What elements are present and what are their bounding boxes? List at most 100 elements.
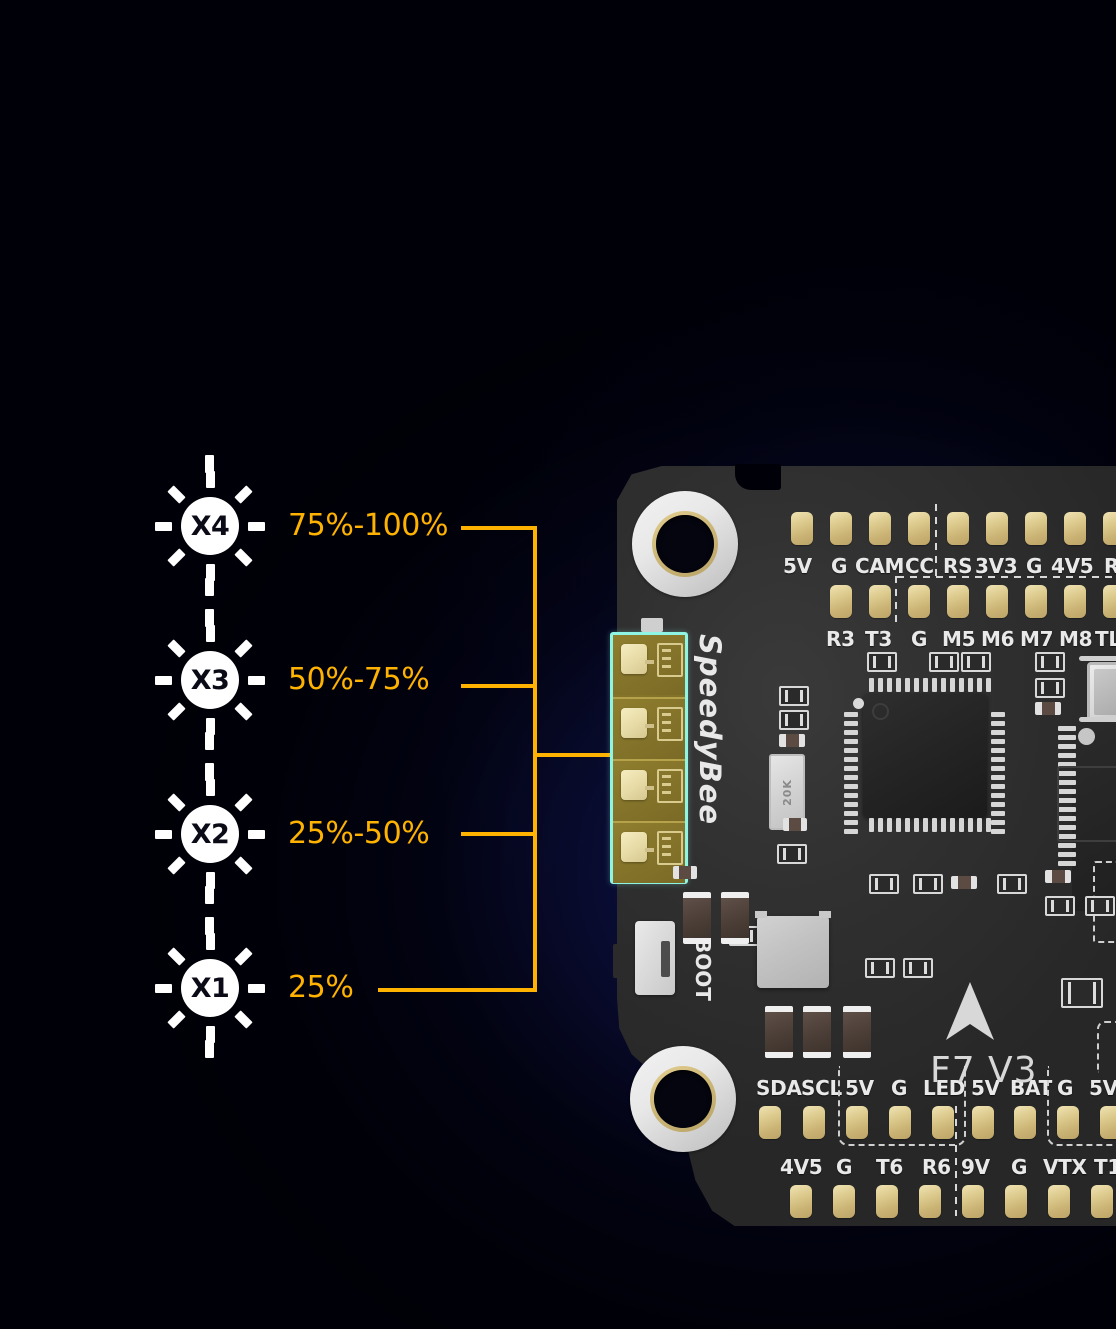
legend-level-label: X4	[190, 510, 230, 542]
pad-label-sda: SDA	[756, 1076, 802, 1100]
led-solder-pad-3[interactable]	[613, 759, 685, 821]
leader-line-x1	[378, 988, 537, 992]
pad-r6[interactable]	[919, 1185, 941, 1218]
highlighted-led-pad-group[interactable]	[610, 632, 688, 884]
led-solder-pad-2[interactable]	[613, 697, 685, 759]
sun-ray-icon	[167, 702, 186, 721]
smd-footprint	[1061, 978, 1103, 1008]
flight-controller-board: 5V G CAM CC RS 3V3 G 4V5 R2 R3 T3 G M5 M…	[610, 464, 1116, 1226]
sun-ray-icon	[234, 485, 253, 504]
pad-4v5[interactable]	[1064, 512, 1086, 545]
pad-m5[interactable]	[947, 585, 969, 618]
silk-group-box-right	[1097, 1021, 1116, 1073]
pad-3v3[interactable]	[986, 512, 1008, 545]
smd-footprint	[777, 844, 807, 864]
pad-sda[interactable]	[759, 1106, 781, 1139]
arrow-up-icon	[946, 982, 994, 1040]
usb-shield-tab	[755, 911, 767, 918]
pad-t6[interactable]	[876, 1185, 898, 1218]
pad-5v-c[interactable]	[972, 1106, 994, 1139]
boot-label: BOOT	[691, 938, 715, 1001]
capacitor	[765, 1006, 793, 1058]
pad-label-tlm: TLM	[1095, 627, 1116, 651]
usb-connector[interactable]	[755, 911, 831, 988]
pad-label-m6: M6	[981, 627, 1015, 651]
board-version-text: F7 V3	[930, 1050, 1038, 1091]
pad-label-g3: G	[911, 627, 928, 651]
pad-cam[interactable]	[869, 512, 891, 545]
pad-g[interactable]	[830, 512, 852, 545]
leader-line-spine	[533, 526, 537, 992]
sun-ray-icon	[205, 779, 215, 796]
pad-t3[interactable]	[869, 585, 891, 618]
pad-tlm[interactable]	[1103, 585, 1116, 618]
pad-g3[interactable]	[908, 585, 930, 618]
pad-led[interactable]	[932, 1106, 954, 1139]
pad-cc[interactable]	[908, 512, 930, 545]
pad-label-t6: T6	[876, 1155, 903, 1179]
sun-ray-icon	[155, 983, 172, 993]
leader-line-x4	[461, 526, 537, 530]
mcu-pins-bottom	[869, 818, 991, 832]
pad-g-e[interactable]	[1005, 1185, 1027, 1218]
sun-ray-icon	[248, 521, 265, 531]
smd-footprint	[1035, 678, 1065, 698]
sun-icon-x2: X2	[155, 779, 265, 889]
sun-ray-icon	[155, 675, 172, 685]
sun-ray-icon	[234, 1010, 253, 1029]
pcb-top-notch	[735, 464, 781, 490]
smd-resistor	[1045, 870, 1071, 883]
sun-ray-icon	[167, 485, 186, 504]
legend-level-label: X1	[190, 972, 230, 1004]
smd-footprint	[869, 874, 899, 894]
smd-resistor	[1035, 702, 1061, 715]
pad-g-d[interactable]	[833, 1185, 855, 1218]
pad-label-gc: G	[1057, 1076, 1074, 1100]
pad-label-9v: 9V	[961, 1155, 990, 1179]
sun-ray-icon	[234, 947, 253, 966]
mounting-hole-bottom-left	[630, 1046, 736, 1152]
leader-line-to-board	[533, 753, 643, 757]
pad-label-g2: G	[1026, 554, 1043, 578]
pad-m8[interactable]	[1064, 585, 1086, 618]
pad-vtx[interactable]	[1048, 1185, 1070, 1218]
pad-5v-d[interactable]	[1100, 1106, 1116, 1139]
sun-ray-icon	[205, 564, 215, 581]
sun-ray-icon	[234, 793, 253, 812]
pad-label-4v5: 4V5	[1051, 554, 1094, 578]
pad-t1[interactable]	[1091, 1185, 1113, 1218]
pad-r2[interactable]	[1103, 512, 1116, 545]
pad-m6[interactable]	[986, 585, 1008, 618]
pad-label-r3: R3	[826, 627, 855, 651]
sun-icon-x3: X3	[155, 625, 265, 735]
pad-5v[interactable]	[791, 512, 813, 545]
silk-group-box-led	[838, 1066, 966, 1146]
pad-m7[interactable]	[1025, 585, 1047, 618]
sun-ray-icon	[167, 548, 186, 567]
leader-line-x2	[461, 832, 537, 836]
sun-ray-icon	[167, 639, 186, 658]
sun-ray-icon	[234, 702, 253, 721]
boot-button[interactable]	[635, 921, 675, 995]
pad-r3[interactable]	[830, 585, 852, 618]
pad-bat[interactable]	[1014, 1106, 1036, 1139]
pad-9v[interactable]	[962, 1185, 984, 1218]
pad-label-g: G	[831, 554, 848, 578]
sun-disc: X3	[181, 651, 239, 709]
solder-blob	[621, 770, 654, 800]
legend-range-x1: 25%	[288, 970, 354, 1005]
crystal-oscillator	[1087, 662, 1116, 722]
pad-g-b[interactable]	[889, 1106, 911, 1139]
mounting-hole-top-left	[632, 491, 738, 597]
pad-g-c[interactable]	[1057, 1106, 1079, 1139]
mcu-chip	[863, 694, 987, 818]
pad-4v5-b[interactable]	[790, 1185, 812, 1218]
sun-ray-icon	[234, 639, 253, 658]
pad-5v-b[interactable]	[846, 1106, 868, 1139]
legend-connector-dash	[205, 578, 214, 596]
pad-scl[interactable]	[803, 1106, 825, 1139]
led-solder-pad-1[interactable]	[613, 635, 685, 695]
pad-rs[interactable]	[947, 512, 969, 545]
pad-g2[interactable]	[1025, 512, 1047, 545]
led-solder-pad-4[interactable]	[613, 821, 685, 883]
